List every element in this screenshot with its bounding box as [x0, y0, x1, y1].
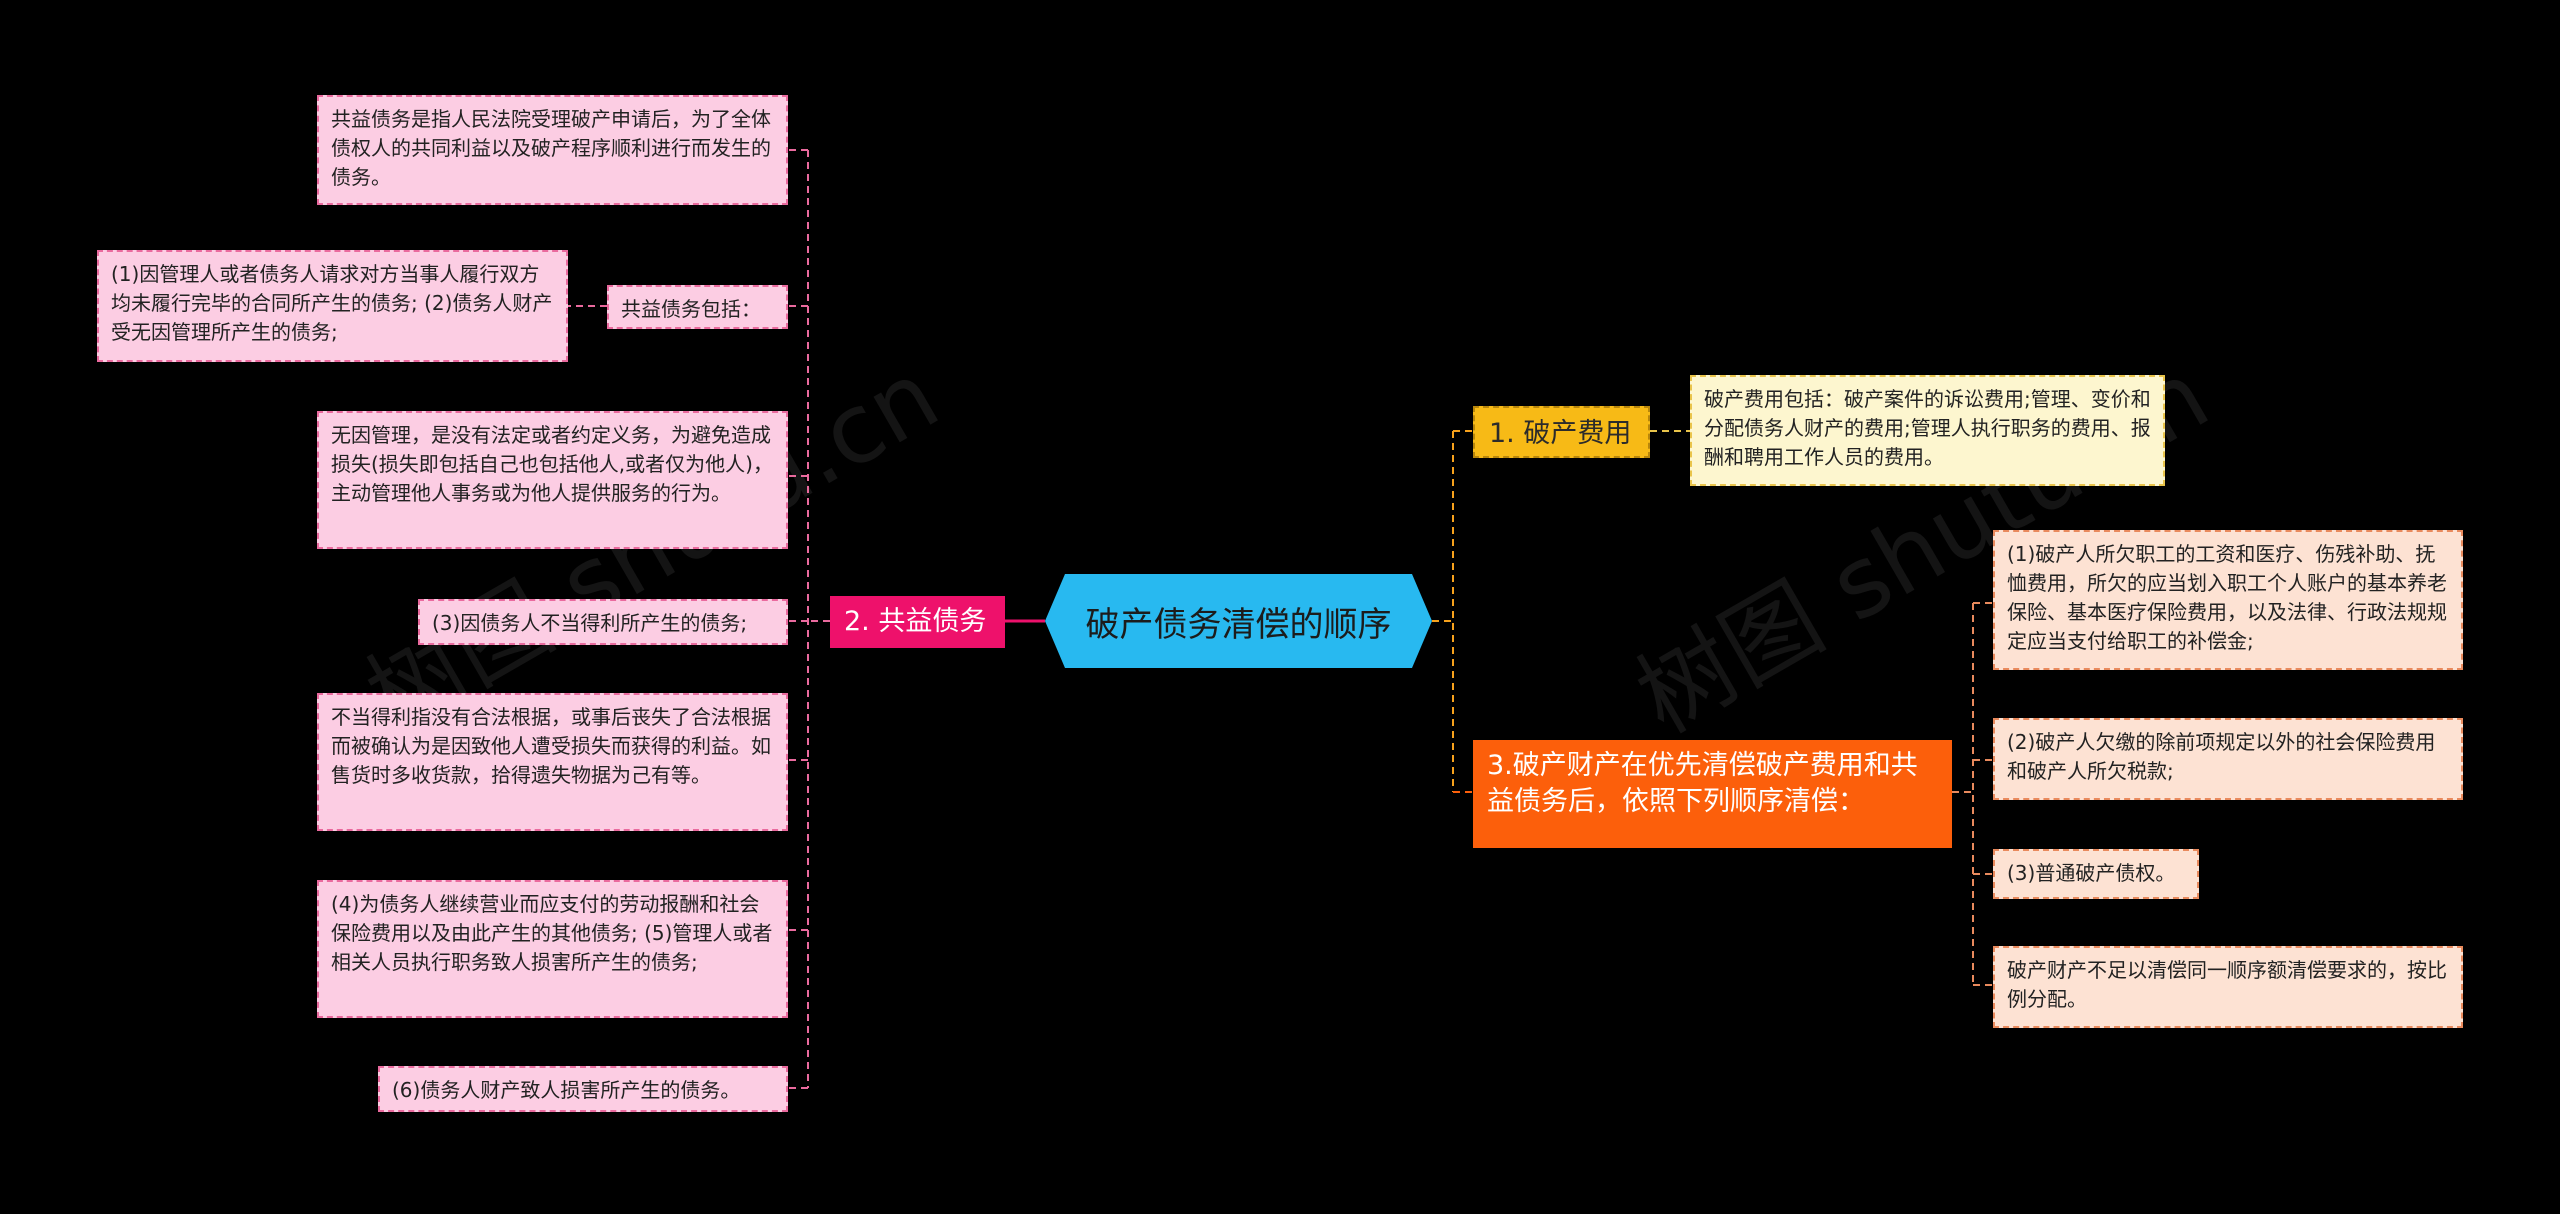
connector-root-right [1432, 430, 1473, 792]
leaf-text: (3)因债务人不当得利所产生的债务; [432, 611, 748, 635]
root-label: 破产债务清偿的顺序 [1085, 604, 1392, 645]
leaf-text: 共益债务包括： [621, 297, 761, 321]
branch-qingchang-shunxu[interactable]: 3.破产财产在优先清偿破产费用和共益债务后，依照下列顺序清偿： [1473, 740, 1952, 848]
leaf-text: (4)为债务人继续营业而应支付的劳动报酬和社会保险费用以及由此产生的其他债务; … [331, 892, 773, 974]
leaf-text: (1)破产人所欠职工的工资和医疗、伤残补助、抚恤费用，所欠的应当划入职工个人账户… [2007, 542, 2447, 653]
leaf-text: (2)破产人欠缴的除前项规定以外的社会保险费用和破产人所欠税款; [2007, 730, 2436, 783]
leaf-items-4-5[interactable]: (4)为债务人继续营业而应支付的劳动报酬和社会保险费用以及由此产生的其他债务; … [317, 880, 788, 1018]
leaf-gongyi-includes[interactable]: 共益债务包括： [607, 285, 788, 329]
leaf-item-3[interactable]: (3)因债务人不当得利所产生的债务; [418, 599, 788, 645]
branch-order-label: 3.破产财产在优先清偿破产费用和共益债务后，依照下列顺序清偿： [1487, 750, 1918, 817]
branch-pochan-feiyong[interactable]: 1. 破产费用 [1473, 406, 1650, 458]
leaf-text: (3)普通破产债权。 [2007, 861, 2176, 885]
leaf-budang-deli[interactable]: 不当得利指没有合法根据，或事后丧失了合法根据而被确认为是因致他人遭受损失而获得的… [317, 693, 788, 831]
leaf-text: (1)因管理人或者债务人请求对方当事人履行双方均未履行完毕的合同所产生的债务; … [111, 262, 553, 344]
root-hexagon-shape [1045, 574, 1432, 668]
leaf-order-proportional[interactable]: 破产财产不足以清偿同一顺序额清偿要求的，按比例分配。 [1993, 946, 2463, 1028]
leaf-text: 共益债务是指人民法院受理破产申请后，为了全体债权人的共同利益以及破产程序顺利进行… [331, 107, 771, 189]
leaf-order-1[interactable]: (1)破产人所欠职工的工资和医疗、伤残补助、抚恤费用，所欠的应当划入职工个人账户… [1993, 530, 2463, 670]
leaf-text: 无因管理，是没有法定或者约定义务，为避免造成损失(损失即包括自己也包括他人,或者… [331, 423, 773, 505]
leaf-wuyin-guanli[interactable]: 无因管理，是没有法定或者约定义务，为避免造成损失(损失即包括自己也包括他人,或者… [317, 411, 788, 549]
connector-gongyi-leaves [568, 149, 830, 1089]
leaf-item-6[interactable]: (6)债务人财产致人损害所产生的债务。 [378, 1066, 788, 1112]
branch-gongyi-label: 2. 共益债务 [844, 606, 987, 637]
leaf-feiyong-detail[interactable]: 破产费用包括：破产案件的诉讼费用;管理、变价和分配债务人财产的费用;管理人执行职… [1690, 375, 2165, 486]
connector-order-leaves [1952, 602, 1993, 986]
root-topic[interactable]: 破产债务清偿的顺序 [1045, 574, 1432, 668]
leaf-order-2[interactable]: (2)破产人欠缴的除前项规定以外的社会保险费用和破产人所欠税款; [1993, 718, 2463, 800]
leaf-order-3[interactable]: (3)普通破产债权。 [1993, 849, 2199, 899]
branch-feiyong-label: 1. 破产费用 [1489, 418, 1632, 449]
leaf-gongyi-definition[interactable]: 共益债务是指人民法院受理破产申请后，为了全体债权人的共同利益以及破产程序顺利进行… [317, 95, 788, 205]
leaf-text: (6)债务人财产致人损害所产生的债务。 [392, 1078, 741, 1102]
leaf-gongyi-items-1-2[interactable]: (1)因管理人或者债务人请求对方当事人履行双方均未履行完毕的合同所产生的债务; … [97, 250, 568, 362]
branch-gongyi-zhaiwu[interactable]: 2. 共益债务 [830, 596, 1005, 648]
leaf-text: 破产财产不足以清偿同一顺序额清偿要求的，按比例分配。 [2007, 958, 2447, 1011]
leaf-text: 破产费用包括：破产案件的诉讼费用;管理、变价和分配债务人财产的费用;管理人执行职… [1704, 387, 2151, 469]
leaf-text: 不当得利指没有合法根据，或事后丧失了合法根据而被确认为是因致他人遭受损失而获得的… [331, 705, 771, 787]
